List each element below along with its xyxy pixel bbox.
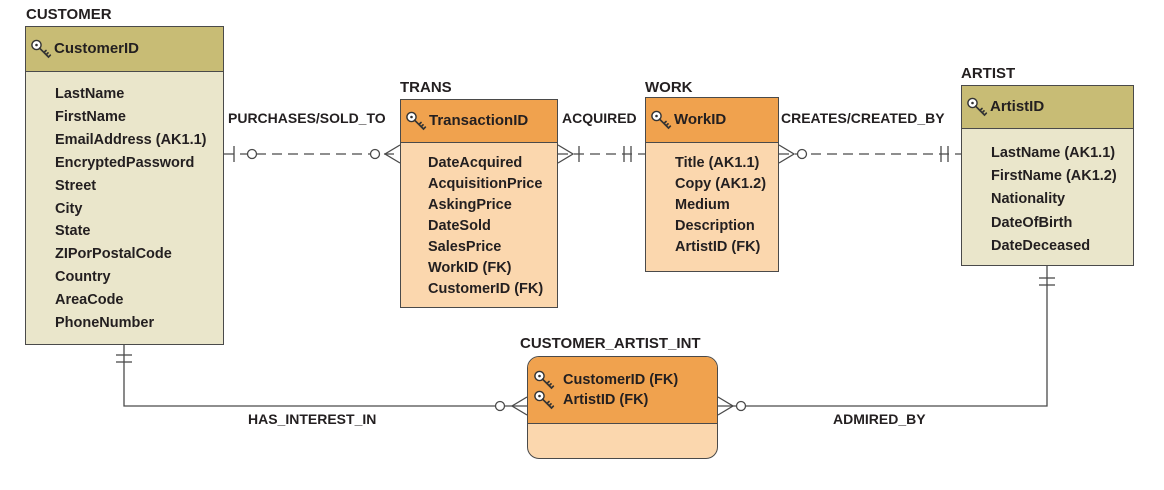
attribute: LastName — [55, 86, 125, 102]
attribute: Copy (AK1.2) — [675, 176, 767, 192]
attribute: ZIPorPostalCode — [55, 246, 172, 263]
primary-key-row: ArtistID — [962, 86, 1133, 129]
attribute: Nationality — [991, 191, 1066, 208]
primary-key-row: TransactionID — [401, 100, 557, 143]
attribute: AcquisitionPrice — [428, 176, 543, 192]
attribute: Medium — [675, 197, 730, 213]
relationship-has-interest-in: HAS_INTEREST_IN — [248, 411, 377, 427]
attribute: AskingPrice — [428, 197, 512, 213]
key-attribute-label: CustomerID (FK) — [563, 372, 679, 388]
key-attribute-row: CustomerID (FK) — [528, 370, 717, 390]
attribute: DateAcquired — [428, 155, 523, 171]
relationship-admired-by: ADMIRED_BY — [833, 411, 926, 427]
primary-key-row: CustomerID — [26, 27, 223, 72]
entity-title-customer-artist-int: CUSTOMER_ARTIST_INT — [520, 335, 701, 352]
attribute: City — [55, 200, 83, 217]
key-icon — [533, 389, 555, 411]
primary-key-row: WorkID — [646, 98, 778, 143]
primary-key-label: CustomerID — [54, 40, 140, 57]
attribute: Title (AK1.1) — [675, 155, 760, 171]
attribute: Description — [675, 218, 755, 234]
attribute-list: LastName (AK1.1) FirstName (AK1.2) Natio… — [962, 129, 1133, 258]
attribute: WorkID (FK) — [428, 260, 512, 276]
primary-key-label: TransactionID — [429, 112, 529, 129]
attribute: State — [55, 223, 91, 240]
attribute: LastName (AK1.1) — [991, 145, 1116, 161]
key-icon — [30, 38, 52, 60]
attribute: DateOfBirth — [991, 214, 1073, 231]
attribute: CustomerID (FK) — [428, 281, 544, 297]
attribute: Street — [55, 177, 97, 194]
entity-title-trans: TRANS — [400, 79, 452, 96]
key-attribute-label: ArtistID (FK) — [563, 392, 649, 408]
entity-customer: CustomerID LastName FirstName EmailAddre… — [25, 26, 224, 345]
attribute: DateSold — [428, 218, 491, 234]
entity-work: WorkID Title (AK1.1) Copy (AK1.2) Medium… — [645, 97, 779, 272]
primary-key-label: ArtistID — [990, 98, 1045, 115]
primary-key-row: CustomerID (FK) ArtistID (FK) — [528, 357, 717, 424]
attribute: EncryptedPassword — [55, 154, 195, 171]
key-icon — [650, 109, 672, 131]
attribute-list: LastName FirstName EmailAddress (AK1.1) … — [26, 72, 223, 335]
entity-trans: TransactionID DateAcquired AcquisitionPr… — [400, 99, 558, 308]
key-attribute-row: ArtistID (FK) — [528, 390, 717, 410]
attribute: DateDeceased — [991, 237, 1091, 254]
relationship-acquired: ACQUIRED — [562, 110, 637, 126]
attribute: SalesPrice — [428, 239, 502, 255]
attribute: AreaCode — [55, 292, 124, 309]
entity-customer-artist-int: CustomerID (FK) ArtistID (FK) — [527, 356, 718, 459]
attribute: FirstName — [55, 108, 126, 125]
attribute: FirstName (AK1.2) — [991, 168, 1117, 185]
key-icon — [405, 110, 427, 132]
attribute-list: DateAcquired AcquisitionPrice AskingPric… — [401, 143, 557, 300]
entity-title-artist: ARTIST — [961, 65, 1016, 82]
key-icon — [533, 369, 555, 391]
attribute: EmailAddress (AK1.1) — [55, 131, 207, 148]
attribute: PhoneNumber — [55, 315, 155, 332]
entity-title-customer: CUSTOMER — [26, 6, 112, 23]
entity-artist: ArtistID LastName (AK1.1) FirstName (AK1… — [961, 85, 1134, 266]
attribute: ArtistID (FK) — [675, 239, 761, 255]
entity-title-work: WORK — [645, 79, 693, 96]
relationship-creates-created-by: CREATES/CREATED_BY — [781, 110, 945, 126]
attribute-list: Title (AK1.1) Copy (AK1.2) Medium Descri… — [646, 143, 778, 258]
attribute: Country — [55, 269, 111, 286]
key-icon — [966, 96, 988, 118]
primary-key-label: WorkID — [674, 111, 727, 128]
relationship-purchases-sold-to: PURCHASES/SOLD_TO — [228, 110, 386, 126]
